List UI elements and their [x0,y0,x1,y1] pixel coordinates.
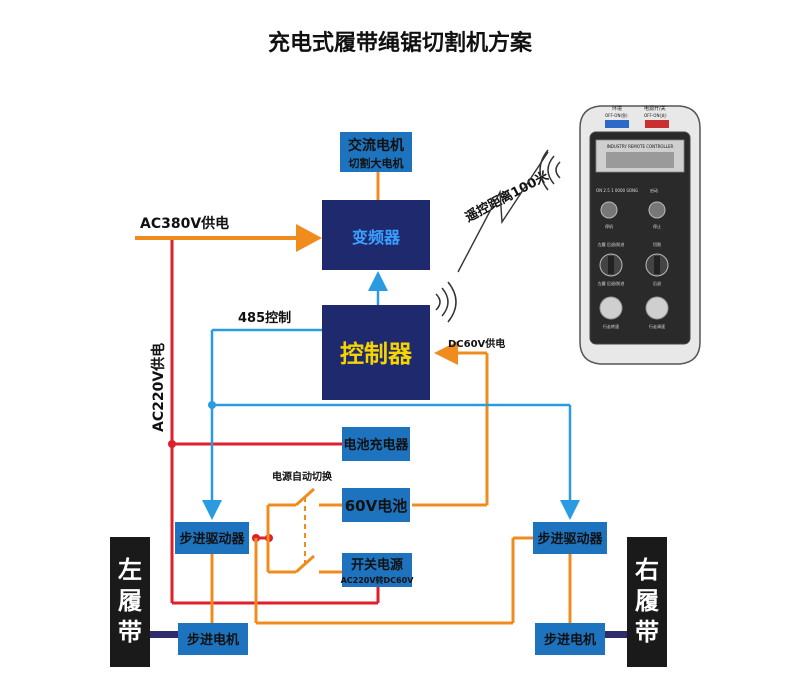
ac220-wiring [170,238,380,605]
remote-switch-left [605,120,629,128]
dc60-label: DC60V供电 [448,337,505,350]
ctrl485-label: 485控制 [238,310,291,326]
remote-row1-left: ON 2.5 1 0000 SONG [596,188,638,193]
charger-label: 电池充电器 [343,437,409,453]
remote-controller: 环境 OFF-ON(急) 电源开/关 OFF-ON(关) INDUSTRY RE… [579,105,701,365]
remote-screen-label: INDUSTRY REMOTE CONTROLLER [607,144,674,149]
axle-left [150,631,178,638]
remote-stop-label: 停机 [605,223,613,229]
track-left-char-3: 带 [118,618,142,646]
remote-knob-left-top: 左履 后退/前进 [598,241,625,247]
remote-knob-left-grip [608,256,614,274]
ac-motor-subtitle: 切割大电机 [349,156,404,170]
axle-right [605,631,627,638]
charger-box: 电池充电器 [342,427,410,461]
diagram-title: 充电式履带绳锯切割机方案 [268,30,533,56]
remote-halt-button [648,201,666,219]
remote-lcd [606,152,674,168]
remote-top-right-label-1: 电源开/关 [644,105,666,112]
remote-knob-left-bottom: 左履 后退/前进 [598,280,625,286]
junction-dot-ac220 [168,440,176,448]
track-left-char-1: 左 [118,556,142,584]
remote-halt-label: 停止 [653,223,661,229]
ac380-label: AC380V供电 [140,215,229,232]
psu-title: 开关电源 [351,557,403,573]
signal-waves-controller [435,281,457,323]
wireless-link-zigzag [457,151,549,273]
remote-knob-right-top: 切割 [653,241,661,247]
motor-left-box: 步进电机 [178,623,248,655]
psu-box: 开关电源 AC220V转DC60V [341,553,415,587]
remote-top-right-label-2: OFF-ON(关) [644,112,667,118]
controller-label: 控制器 [340,340,413,368]
motor-right-box: 步进电机 [535,623,605,655]
ac-motor-box: 交流电机 切割大电机 [340,132,412,172]
ac220-label: AC220V供电 [150,343,167,432]
remote-row1-right: 启动 [650,187,658,193]
track-right: 右 履 带 [627,537,667,667]
remote-stop-button [600,201,618,219]
track-right-char-2: 履 [635,587,659,615]
remote-knob-right-bottom: 后退 [653,280,661,286]
remote-dial-left-label: 行走转速 [603,323,619,329]
remote-range-label: 遥控距离100米 [462,168,552,226]
vfd-box: 变频器 [322,200,430,270]
controller-box: 控制器 [322,305,430,400]
auto-switch-label: 电源自动切换 [272,470,333,483]
driver-left-box: 步进驱动器 [175,522,249,554]
junction-dot-control [208,401,216,409]
remote-dial-right-label: 行走调速 [649,323,665,329]
orange-wiring [210,172,572,625]
track-right-char-1: 右 [635,556,659,584]
motor-right-label: 步进电机 [544,632,596,648]
driver-left-label: 步进驱动器 [179,531,245,547]
signal-waves-remote [539,149,561,191]
track-left-char-2: 履 [118,587,142,615]
remote-knob-right-grip [654,256,660,274]
battery-box: 60V电池 [342,488,410,522]
control-wiring [202,271,580,520]
remote-dial-right [645,296,669,320]
vfd-label: 变频器 [352,228,401,247]
remote-dial-left [599,296,623,320]
ac-motor-title: 交流电机 [348,137,404,154]
driver-right-box: 步进驱动器 [533,522,607,554]
track-left: 左 履 带 [110,537,150,667]
track-right-char-3: 带 [635,618,659,646]
driver-right-label: 步进驱动器 [537,531,603,547]
battery-label: 60V电池 [345,497,407,515]
ac380-arrowhead [296,224,322,252]
remote-top-left-label-2: OFF-ON(急) [605,112,628,118]
remote-top-left-label-1: 环境 [612,105,622,112]
remote-switch-right [645,120,669,128]
motor-left-label: 步进电机 [187,632,239,648]
psu-subtitle: AC220V转DC60V [341,575,415,585]
